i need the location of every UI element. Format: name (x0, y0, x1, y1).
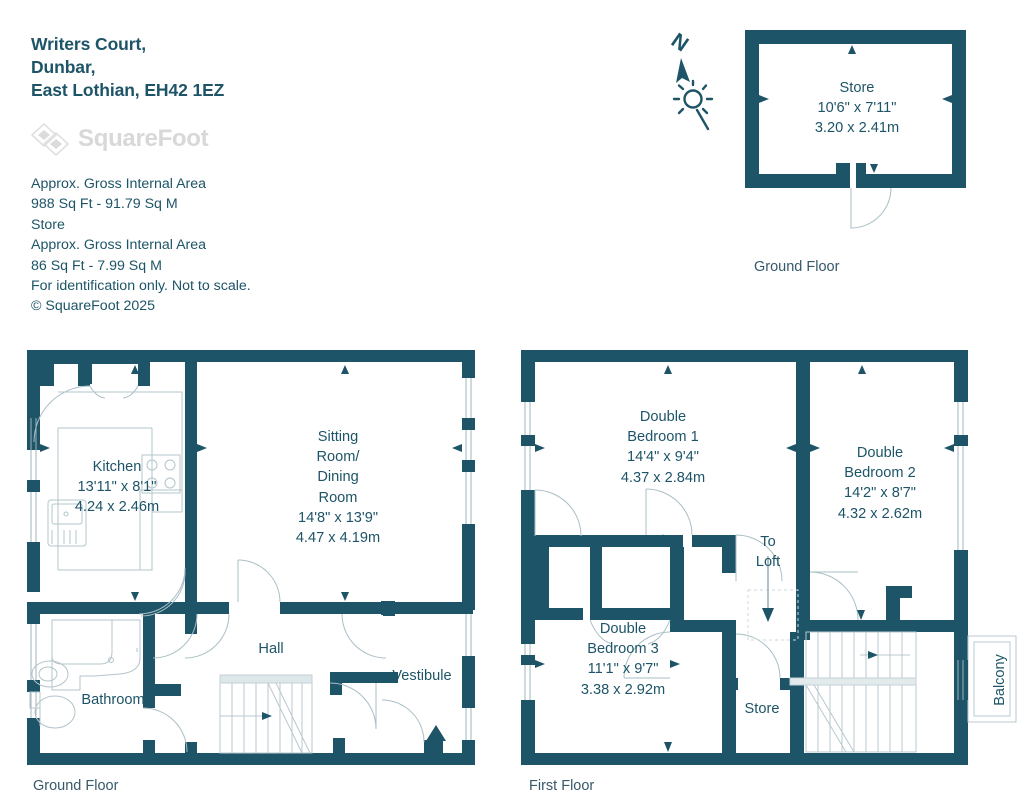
address-line-3: East Lothian, EH42 1EZ (31, 80, 225, 100)
address-line-1: Writers Court, (31, 34, 146, 54)
bedroom-3-metric: 3.38 x 2.92m (580, 681, 666, 698)
room-label-bedroom-1: Double Bedroom 1 14'4" x 9'4" 4.37 x 2.8… (621, 407, 705, 488)
kitchen-name: Kitchen (92, 459, 142, 475)
bedroom-3-imperial: 11'1" x 9'7" (587, 661, 659, 678)
bedroom-3-line-2: Bedroom 3 (587, 641, 659, 658)
logo-wordmark: SquareFoot (78, 125, 209, 152)
compass-icon: N (667, 29, 714, 131)
sitting-line-2: Room/ (316, 449, 360, 466)
bedroom-3-line-1: Double (599, 621, 647, 637)
area-line-1: Approx. Gross Internal Area (31, 176, 207, 192)
area-line-7: © SquareFoot 2025 (31, 298, 156, 315)
address-line-2: Dunbar, (31, 57, 96, 77)
squarefoot-logo: SquareFoot (30, 122, 250, 158)
caption-store-floor: Ground Floor (754, 259, 840, 275)
bedroom-1-line-2: Bedroom 1 (627, 429, 699, 446)
area-line-4: Approx. Gross Internal Area (31, 237, 207, 254)
store-upper-name: Store (744, 701, 780, 717)
caption-ground-floor: Ground Floor (33, 778, 119, 794)
room-label-vestibule: Vestibule (392, 666, 451, 686)
vestibule-name: Vestibule (392, 668, 452, 684)
bathroom-fixtures (29, 619, 141, 729)
room-label-bedroom-3: Double Bedroom 3 11'1" x 9'7" 3.38 x 2.9… (581, 619, 665, 700)
caption-first-floor: First Floor (529, 778, 595, 794)
room-label-hall: Hall (258, 639, 283, 659)
property-address: Writers Court, Dunbar, East Lothian, EH4… (31, 33, 224, 102)
room-label-bathroom: Bathroom (81, 690, 144, 710)
bedroom-2-imperial: 14'2" x 8'7" (844, 485, 916, 502)
sitting-line-1: Sitting (317, 429, 359, 445)
sitting-metric: 4.47 x 4.19m (295, 530, 381, 547)
sitting-line-4: Room (318, 489, 358, 506)
hall-name: Hall (258, 641, 284, 657)
room-label-to-loft: To Loft (756, 532, 780, 572)
ground-floor-stairs (219, 674, 313, 754)
balcony-name: Balcony (992, 654, 1008, 706)
room-label-bedroom-2: Double Bedroom 2 14'2" x 8'7" 4.32 x 2.6… (838, 443, 922, 524)
store-imperial: 10'6" x 7'11" (817, 100, 897, 117)
bedroom-2-line-1: Double (856, 445, 904, 461)
kitchen-imperial: 13'11" x 8'1" (77, 479, 157, 496)
bedroom-2-line-2: Bedroom 2 (844, 465, 916, 482)
bedroom-1-line-1: Double (639, 409, 687, 425)
store-name: Store (839, 80, 875, 96)
room-label-balcony: Balcony (992, 640, 1008, 720)
kitchen-metric: 4.24 x 2.46m (74, 499, 160, 516)
bedroom-2-metric: 4.32 x 2.62m (837, 505, 923, 522)
room-label-store: Store 10'6" x 7'11" 3.20 x 2.41m (815, 78, 899, 139)
bedroom-1-metric: 4.37 x 2.84m (620, 469, 706, 486)
bedroom-1-imperial: 14'4" x 9'4" (627, 449, 699, 466)
area-summary: Approx. Gross Internal Area 988 Sq Ft - … (31, 174, 251, 317)
room-label-store-upper: Store (745, 699, 780, 719)
area-line-2: 988 Sq Ft - 91.79 Sq M (31, 196, 178, 213)
room-label-sitting-dining: Sitting Room/ Dining Room 14'8" x 13'9" … (296, 427, 380, 548)
area-line-5: 86 Sq Ft - 7.99 Sq M (31, 257, 162, 274)
svg-text:N: N (667, 29, 693, 57)
area-line-6: For identification only. Not to scale. (31, 278, 251, 295)
to-loft-line-2: Loft (755, 554, 781, 571)
area-line-3: Store (31, 216, 65, 233)
room-label-kitchen: Kitchen 13'11" x 8'1" 4.24 x 2.46m (75, 457, 159, 518)
store-metric: 3.20 x 2.41m (814, 120, 900, 137)
squarefoot-diamond-icon (30, 122, 70, 157)
bathroom-name: Bathroom (81, 692, 145, 708)
to-loft-line-1: To (760, 534, 776, 550)
first-floor-stairs (789, 631, 917, 753)
sitting-imperial: 14'8" x 13'9" (297, 509, 379, 526)
sitting-line-3: Dining (317, 469, 359, 486)
